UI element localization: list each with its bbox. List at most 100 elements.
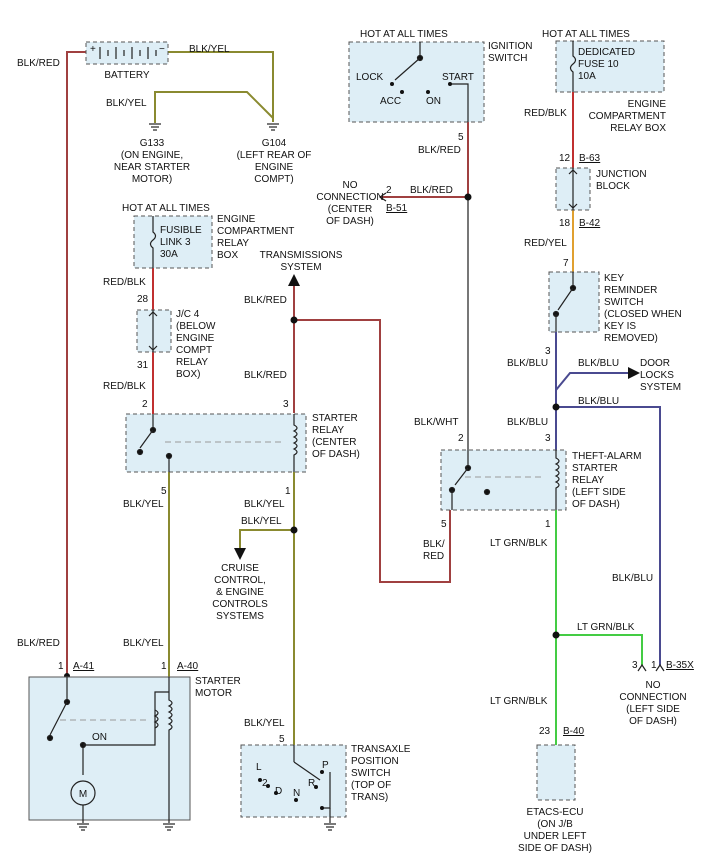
connector-labels: A-41 A-40 B-51 B-63 B-42 B-35X B-40 xyxy=(73,153,694,737)
gear-d: D xyxy=(275,786,282,797)
wire-label-blk-blu-down: BLK/BLU xyxy=(612,573,653,584)
pin-tp-5: 5 xyxy=(279,734,285,745)
wire-battery-g104 xyxy=(168,51,274,122)
gear-r: R xyxy=(308,778,315,789)
ign-on: ON xyxy=(426,96,441,107)
arrowheads xyxy=(234,274,640,560)
wire-label-blk-yel-batt: BLK/YEL xyxy=(189,44,230,55)
battery-plus: + xyxy=(90,44,96,55)
wire-label-blk-blu-door: BLK/BLU xyxy=(578,358,619,369)
pin-jb-12: 12 xyxy=(559,153,571,164)
conn-b63: B-63 xyxy=(579,153,601,164)
wire-grn-branch xyxy=(556,634,643,665)
wire-label-blk-yel-1: BLK/YEL xyxy=(244,499,285,510)
splices xyxy=(64,193,560,679)
wire-label-lt-grn-2: LT GRN/BLK xyxy=(577,622,635,633)
pin-ta-5: 5 xyxy=(441,519,447,530)
wire-label-blk-blu-key: BLK/BLU xyxy=(507,358,548,369)
wire-labels: BLK/RED BLK/YEL BLK/YEL RED/BLK RED/BLK … xyxy=(17,44,653,729)
wire-label-blk-red-relay: BLK/RED xyxy=(244,370,287,381)
ign-lock: LOCK xyxy=(356,72,384,83)
wire-label-blk-blu-right: BLK/BLU xyxy=(578,396,619,407)
wire-label-blk-red-theft: BLK/RED xyxy=(423,539,445,562)
wire-label-blk-red-motor: BLK/RED xyxy=(17,638,60,649)
wire-label-blk-yel-trans: BLK/YEL xyxy=(244,718,285,729)
battery-label: BATTERY xyxy=(104,70,150,81)
pin-jc-31: 31 xyxy=(137,360,149,371)
pin-sr-1: 1 xyxy=(285,486,291,497)
conn-b51: B-51 xyxy=(386,203,408,214)
ignition-switch: HOT AT ALL TIMES LOCK ACC ON START IGNIT… xyxy=(348,29,532,123)
ign-start: START xyxy=(442,72,474,83)
pin-sm-1a: 1 xyxy=(58,661,64,672)
wire-label-blk-red-left: BLK/RED xyxy=(17,58,60,69)
wire-label-blk-yel-motor: BLK/YEL xyxy=(123,638,164,649)
wire-label-lt-grn-3: LT GRN/BLK xyxy=(490,696,548,707)
pin-jc-28: 28 xyxy=(137,294,149,305)
pin-sr-2: 2 xyxy=(142,399,148,410)
wires xyxy=(66,51,661,745)
wire-trans-theft xyxy=(294,319,451,583)
wire-label-blk-yel-5: BLK/YEL xyxy=(123,499,164,510)
wire-label-blk-blu-3: BLK/BLU xyxy=(507,417,548,428)
pin-ta-1: 1 xyxy=(545,519,551,530)
pin-nc-3: 3 xyxy=(632,660,638,671)
pin-kr-7: 7 xyxy=(563,258,569,269)
motor-on-label: ON xyxy=(92,732,107,743)
splice-grn xyxy=(552,631,560,639)
wire-label-blk-yel-ground: BLK/YEL xyxy=(106,98,147,109)
wire-label-red-blk-fuse: RED/BLK xyxy=(524,108,567,119)
pin-kr-3: 3 xyxy=(545,346,551,357)
wire-label-blk-red-nc: BLK/RED xyxy=(410,185,453,196)
wire-label-red-blk-fl: RED/BLK xyxy=(103,277,146,288)
splice-trans xyxy=(290,316,298,324)
splice-ign xyxy=(464,193,472,201)
arrow-door-locks xyxy=(628,367,640,379)
motor-m-label: M xyxy=(79,789,87,800)
pin-sr-5: 5 xyxy=(161,486,167,497)
conn-b35x: B-35X xyxy=(666,660,694,671)
wire-blu-right xyxy=(556,406,661,665)
wire-battery-starter xyxy=(66,51,86,682)
conn-b40: B-40 xyxy=(563,726,585,737)
wire-label-red-blk-jc: RED/BLK xyxy=(103,381,146,392)
wire-g133-g104 xyxy=(154,91,274,123)
ign-acc: ACC xyxy=(380,96,401,107)
conn-a40: A-40 xyxy=(177,661,199,672)
gear-l: L xyxy=(256,762,262,773)
wire-label-blk-red-ign: BLK/RED xyxy=(418,145,461,156)
pin-sr-3: 3 xyxy=(283,399,289,410)
arrow-cruise xyxy=(234,548,246,560)
wire-door-locks xyxy=(555,372,628,407)
gear-2: 2 xyxy=(262,778,268,789)
wire-label-blk-wht: BLK/WHT xyxy=(414,417,458,428)
gear-p: P xyxy=(322,760,329,771)
splice-blu xyxy=(552,403,560,411)
pin-nc-1: 1 xyxy=(651,660,657,671)
